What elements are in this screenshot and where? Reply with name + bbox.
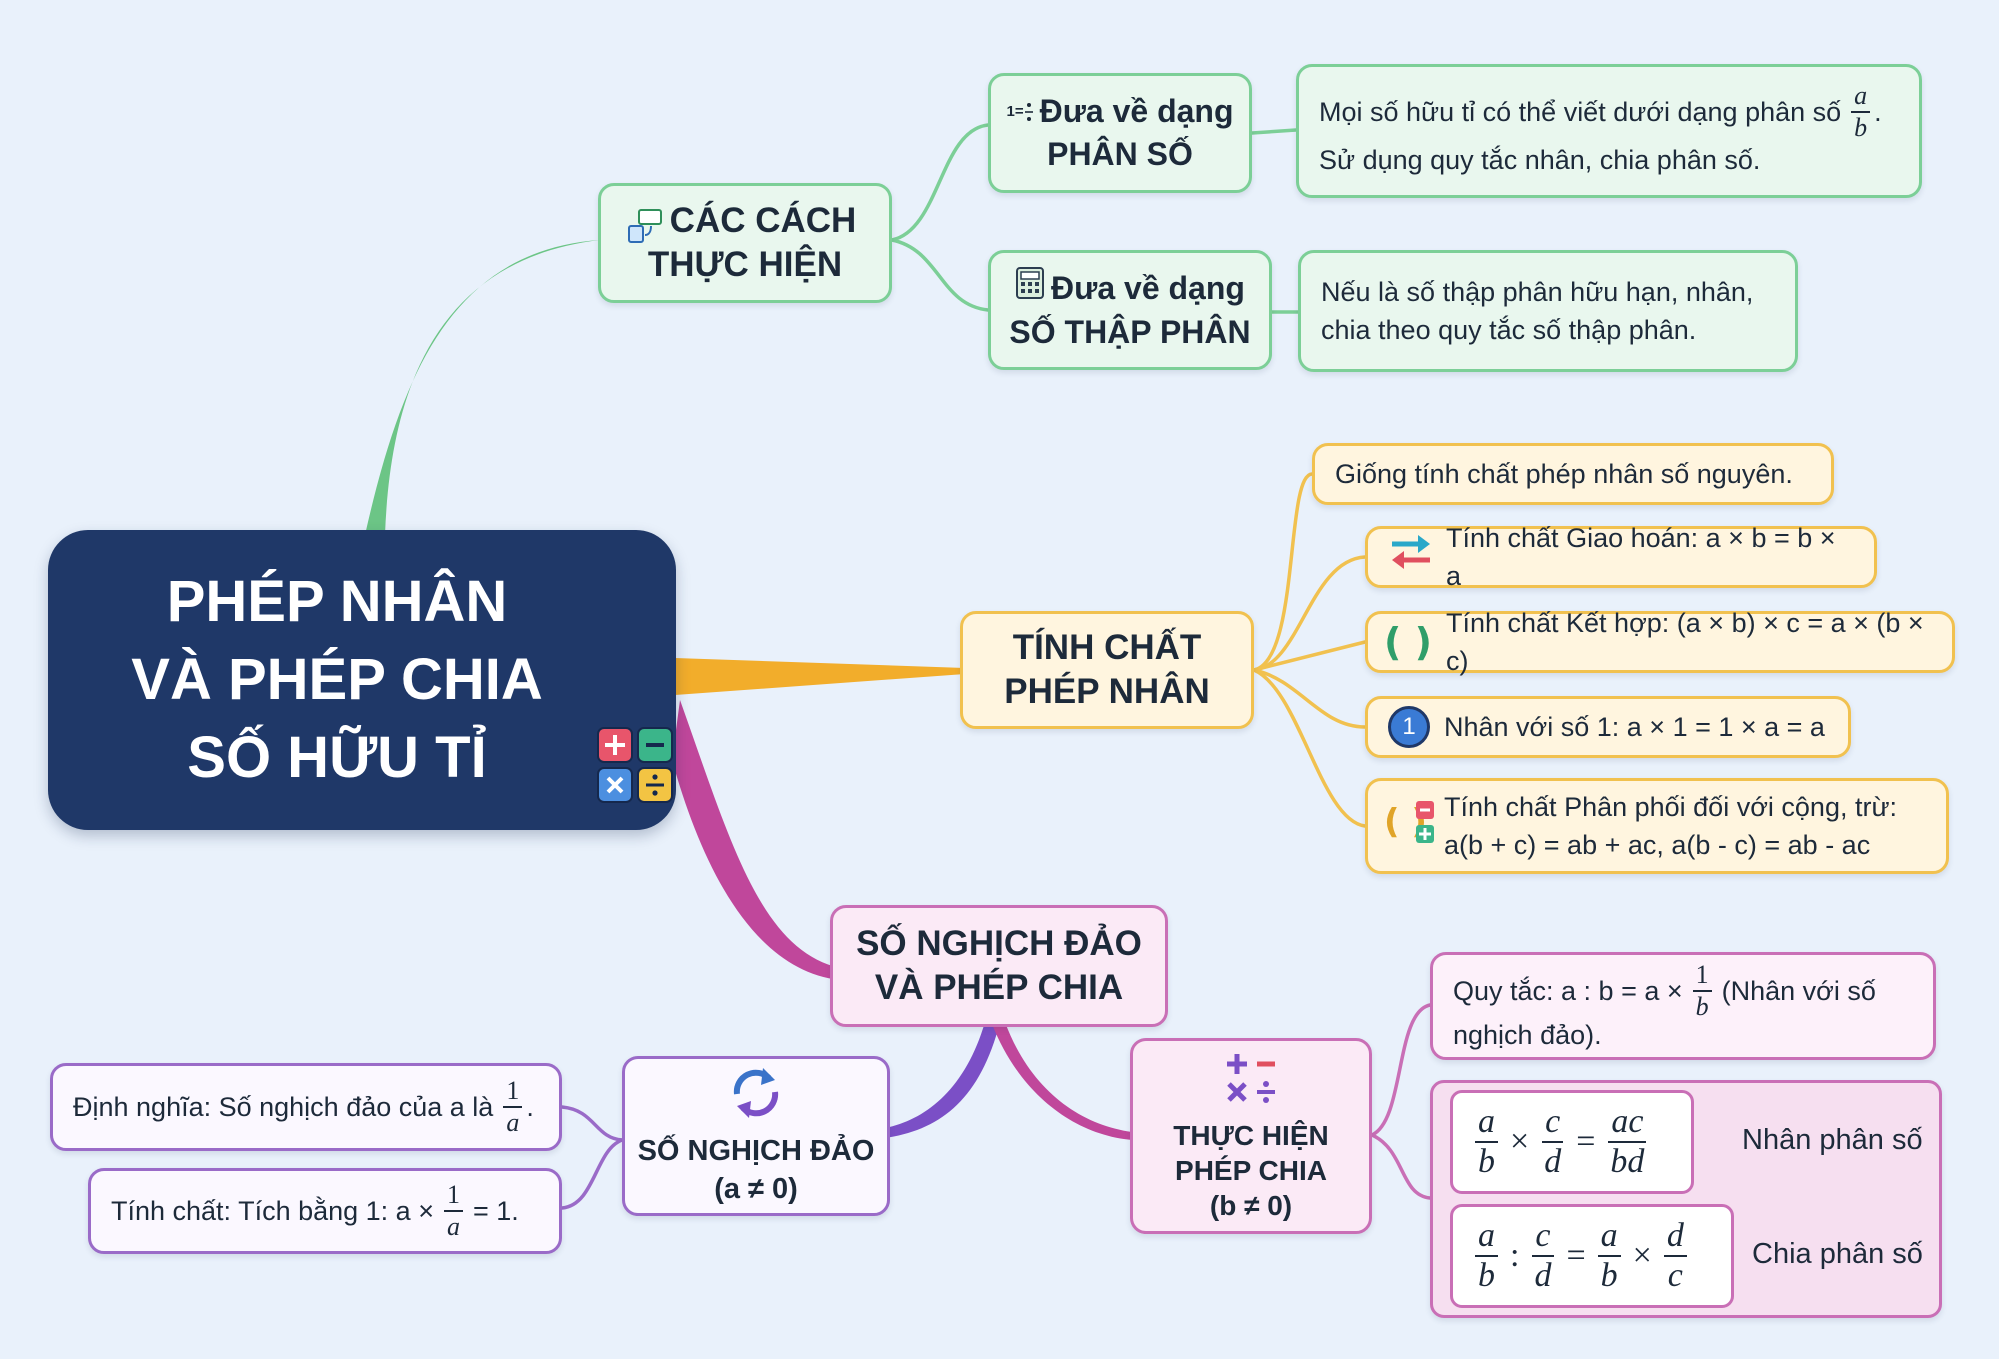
division-rule-text: Quy tắc: a : b = a × xyxy=(1453,976,1683,1006)
branch-inverse-to-division xyxy=(992,1022,1132,1140)
branch-inverse-to-reciprocal xyxy=(885,1022,1000,1138)
property-identity-text: Nhân với số 1: a × 1 = 1 × a = a xyxy=(1444,712,1825,742)
title-line-2: VÀ PHÉP CHIA xyxy=(131,647,543,712)
calculator-icon xyxy=(1015,266,1045,311)
divide-op: : xyxy=(1510,1237,1520,1274)
division-title-3: (b ≠ 0) xyxy=(1209,1189,1293,1221)
decimal-method-title-1: Đưa về dạng xyxy=(1051,270,1245,306)
property-distributive-formula: a(b + c) = ab + ac, a(b - c) = ab - ac xyxy=(1444,830,1871,860)
divide-label: Chia phân số xyxy=(1752,1238,1923,1270)
fraction-method-title-2: PHÂN SỐ xyxy=(1047,136,1193,172)
property-item-integer: Giống tính chất phép nhân số nguyên. xyxy=(1312,443,1834,505)
parentheses-icon: ( ) xyxy=(1384,620,1432,664)
decimal-desc-line-2: chia theo quy tắc số thập phân. xyxy=(1321,315,1697,345)
multiply-label: Nhân phân số xyxy=(1742,1124,1923,1156)
property-associative-text: Tính chất Kết hợp: (a × b) × c = a × (b … xyxy=(1445,608,1924,676)
fraction-desc-line-1: Mọi số hữu tỉ có thể viết dưới dạng phân… xyxy=(1319,97,1842,127)
divide-times: × xyxy=(1632,1237,1652,1274)
division-title-1: THỰC HIỆN xyxy=(1173,1119,1329,1151)
division-title-2: PHÉP CHIA xyxy=(1175,1154,1327,1186)
fraction-method-desc: Mọi số hữu tỉ có thể viết dưới dạng phân… xyxy=(1296,64,1922,198)
property-item-distributive: ( ) Tính chất Phân phối đối với cộng, tr… xyxy=(1365,778,1949,874)
branch-to-methods xyxy=(365,240,600,535)
decimal-method-desc: Nếu là số thập phân hữu hạn, nhân, chia … xyxy=(1298,250,1798,372)
properties-hub-line-2: PHÉP NHÂN xyxy=(1004,672,1210,711)
property-item-commutative: Tính chất Giao hoán: a × b = b × a xyxy=(1365,523,1877,591)
properties-hub-line-1: TÍNH CHẤT xyxy=(1012,628,1202,667)
swap-arrows-icon xyxy=(1388,532,1434,582)
property-integer-text: Giống tính chất phép nhân số nguyên. xyxy=(1335,459,1793,489)
title-line-3: SỐ HỮU TỈ xyxy=(187,725,487,790)
number-one-icon: 1 xyxy=(1388,706,1430,748)
fraction-icon: 1= xyxy=(1007,90,1034,133)
decimal-desc-line-1: Nếu là số thập phân hữu hạn, nhân, xyxy=(1321,277,1754,307)
fraction-method-title-1: Đưa về dạng xyxy=(1039,93,1234,129)
title-line-1: PHÉP NHÂN xyxy=(166,569,508,634)
divide-eq: = xyxy=(1566,1237,1586,1274)
methods-hub-node: CÁC CÁCH THỰC HIỆN xyxy=(598,183,892,303)
division-rule-line-2: nghịch đảo). xyxy=(1453,1020,1602,1050)
reciprocal-title-2: (a ≠ 0) xyxy=(714,1173,798,1205)
cycle-arrows-icon xyxy=(727,1064,785,1132)
decimal-method-node: Đưa về dạng SỐ THẬP PHÂN xyxy=(988,250,1272,370)
inverse-hub-line-1: SỐ NGHỊCH ĐẢO xyxy=(856,924,1142,963)
properties-hub-node: TÍNH CHẤT PHÉP NHÂN xyxy=(960,611,1254,729)
fraction-icon-text: 1= xyxy=(1006,103,1024,120)
branch-to-inverse xyxy=(672,700,840,980)
operations-icon xyxy=(1221,1050,1281,1114)
fraction-desc-line-2: Sử dụng quy tắc nhân, chia phân số. xyxy=(1319,145,1761,175)
inverse-hub-node: SỐ NGHỊCH ĐẢO VÀ PHÉP CHIA xyxy=(830,905,1168,1027)
title-node: PHÉP NHÂN VÀ PHÉP CHIA SỐ HỮU TỈ xyxy=(48,530,676,830)
division-node: THỰC HIỆN PHÉP CHIA (b ≠ 0) xyxy=(1130,1038,1372,1234)
reciprocal-title-1: SỐ NGHỊCH ĐẢO xyxy=(637,1135,875,1167)
methods-hub-line-1: CÁC CÁCH xyxy=(669,201,857,240)
property-item-associative: ( ) Tính chất Kết hợp: (a × b) × c = a ×… xyxy=(1365,608,1955,676)
decimal-method-title-2: SỐ THẬP PHÂN xyxy=(1009,314,1251,350)
property-commutative-text: Tính chất Giao hoán: a × b = b × a xyxy=(1446,523,1836,591)
fraction-method-node: 1= Đưa về dạng PHÂN SỐ xyxy=(988,73,1252,193)
reciprocal-definition-text: Định nghĩa: Số nghịch đảo của a là xyxy=(73,1092,494,1122)
distributive-icon: ( ) xyxy=(1384,793,1436,859)
calculator-operations-icon xyxy=(596,726,674,809)
property-distributive-text: Tính chất Phân phối đối với cộng, trừ: xyxy=(1444,792,1898,822)
branch-to-properties xyxy=(675,658,965,695)
reciprocal-node: SỐ NGHỊCH ĐẢO (a ≠ 0) xyxy=(622,1056,890,1216)
property-item-identity: 1 Nhân với số 1: a × 1 = 1 × a = a xyxy=(1365,696,1851,758)
conversion-icon xyxy=(627,208,663,255)
multiply-op: × xyxy=(1510,1123,1530,1160)
reciprocal-property-text: Tính chất: Tích bằng 1: a × xyxy=(111,1196,434,1226)
multiply-eq: = xyxy=(1576,1123,1596,1160)
methods-hub-line-2: THỰC HIỆN xyxy=(647,245,843,284)
inverse-hub-line-2: VÀ PHÉP CHIA xyxy=(874,968,1124,1007)
